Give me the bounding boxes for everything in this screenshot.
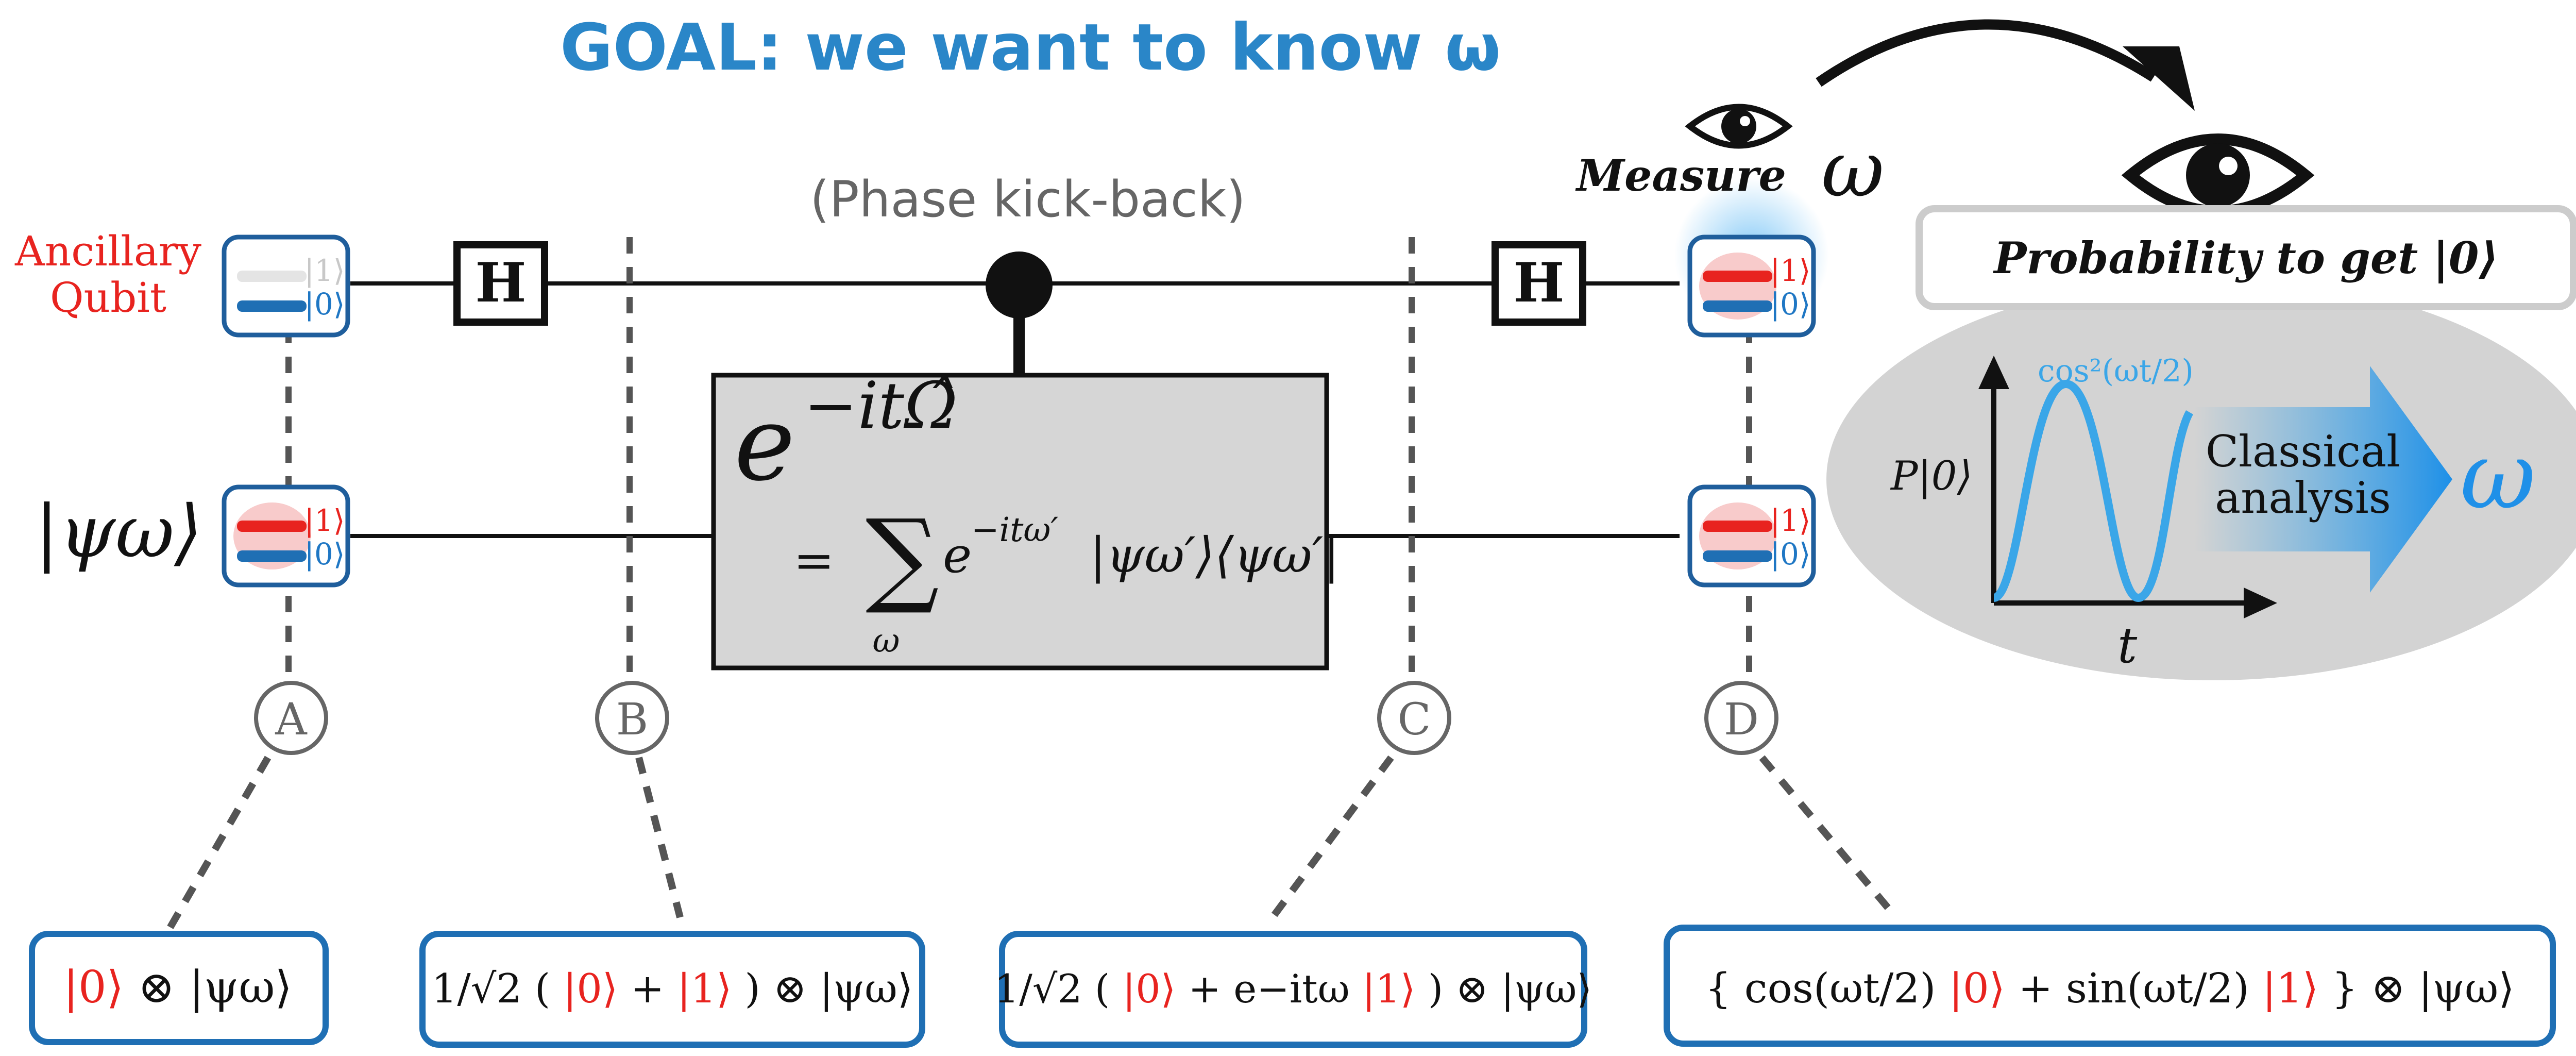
plot-y-axis-arrow	[1978, 356, 2009, 389]
measure-omega: ω	[1821, 125, 1884, 214]
system-output-qubit-icon: |1⟩ |0⟩	[1690, 487, 1814, 585]
svg-text:{ cos(ωt/2) |0⟩ + sin(ωt/2) |1: { cos(ωt/2) |0⟩ + sin(ωt/2) |1⟩ } ⊗ |ψω⟩	[1705, 964, 2514, 1012]
svg-text:C: C	[1397, 694, 1431, 745]
svg-text:|0⟩: |0⟩	[1770, 287, 1810, 322]
svg-text:|ψω′⟩⟨ψω′|: |ψω′⟩⟨ψω′|	[1090, 527, 1340, 584]
svg-text:D: D	[1724, 694, 1759, 745]
svg-text:|1⟩: |1⟩	[304, 253, 345, 288]
state-box-c: 1/√2 ( |0⟩ + e−itω |1⟩ ) ⊗ |ψω⟩	[994, 931, 1592, 1048]
svg-text:H: H	[475, 250, 526, 314]
svg-text:B: B	[616, 694, 648, 745]
svg-text:|1⟩: |1⟩	[1770, 253, 1810, 288]
ancilla-output-qubit-icon: |1⟩ |0⟩	[1674, 178, 1829, 335]
plot-xlabel: t	[2117, 617, 2138, 674]
svg-text:|1⟩: |1⟩	[304, 503, 345, 538]
system-input-qubit-icon: |1⟩ |0⟩	[224, 487, 348, 585]
connector-b	[635, 757, 684, 918]
svg-text:|0⟩: |0⟩	[304, 537, 345, 572]
result-omega: ω	[2460, 422, 2536, 530]
probability-box: Probability to get |0⟩	[1916, 205, 2576, 310]
curved-arrow-icon	[1816, 19, 2195, 111]
system-register-label: |ψω⟩	[35, 490, 202, 574]
svg-text:H: H	[1513, 250, 1564, 314]
ancilla-label-line2: Qubit	[50, 274, 166, 322]
state-box-d: { cos(ωt/2) |0⟩ + sin(ωt/2) |1⟩ } ⊗ |ψω⟩	[1664, 925, 2556, 1047]
svg-text:e: e	[734, 384, 795, 504]
probability-plot: P|0⟩ t cos²(ωt/2)	[1890, 353, 2277, 674]
svg-text:ω: ω	[872, 622, 900, 660]
svg-text:−itω′: −itω′	[971, 511, 1058, 549]
plot-curve-label: cos²(ωt/2)	[2038, 353, 2194, 389]
diagram-title: GOAL: we want to know ω	[560, 10, 1501, 85]
svg-text:=: =	[793, 532, 835, 589]
stage-marker-d: D	[1704, 681, 1778, 755]
state-box-b: 1/√2 ( |0⟩ + |1⟩ ) ⊗ |ψω⟩	[419, 931, 925, 1048]
arrow-right-icon	[2195, 366, 2452, 593]
svg-text:1/√2 ( |0⟩ + e−itω |1⟩ ) ⊗ |ψω: 1/√2 ( |0⟩ + e−itω |1⟩ ) ⊗ |ψω⟩	[994, 966, 1592, 1012]
state-box-a: |0⟩ ⊗ |ψω⟩	[29, 931, 329, 1045]
phase-kickback-label: (Phase kick-back)	[810, 171, 1245, 228]
svg-text:A: A	[275, 694, 308, 745]
small-eye-icon	[1685, 104, 1793, 149]
plot-x-axis-arrow	[2244, 588, 2277, 618]
svg-text:|0⟩ ⊗ |ψω⟩: |0⟩ ⊗ |ψω⟩	[63, 962, 292, 1013]
hadamard-gate-2: H	[1492, 241, 1586, 326]
svg-text:e: e	[943, 527, 972, 584]
plot-curve	[1992, 379, 2194, 602]
stage-marker-b: B	[595, 681, 669, 755]
large-eye-icon	[2121, 133, 2315, 217]
measure-label: Measure	[1575, 150, 1786, 201]
stage-marker-a: A	[254, 681, 328, 755]
controlled-unitary-gate: e −itΩ̂ = ∑ ω e −itω′ |ψω′⟩⟨ψω′|	[711, 368, 1340, 671]
connector-c	[1269, 755, 1394, 920]
svg-text:−itΩ̂: −itΩ̂	[804, 368, 958, 443]
svg-text:Probability to get |0⟩: Probability to get |0⟩	[1993, 232, 2499, 284]
classical-label-line1: Classical	[2206, 426, 2400, 477]
svg-text:∑: ∑	[866, 497, 939, 617]
plot-ylabel: P|0⟩	[1890, 453, 1973, 499]
classical-label-line2: analysis	[2215, 473, 2391, 523]
svg-text:|0⟩: |0⟩	[304, 287, 345, 322]
ancilla-input-qubit-icon: |1⟩ |0⟩	[224, 237, 348, 335]
stage-marker-c: C	[1377, 681, 1451, 755]
hadamard-gate-1: H	[453, 241, 548, 326]
svg-text:1/√2 ( |0⟩ + |1⟩ ) ⊗ |ψω⟩: 1/√2 ( |0⟩ + |1⟩ ) ⊗ |ψω⟩	[432, 966, 913, 1012]
ancilla-label-line1: Ancillary	[14, 227, 201, 275]
svg-text:|0⟩: |0⟩	[1770, 537, 1810, 572]
connector-d	[1759, 755, 1899, 920]
svg-text:|1⟩: |1⟩	[1770, 503, 1810, 538]
connector-a	[166, 756, 272, 930]
